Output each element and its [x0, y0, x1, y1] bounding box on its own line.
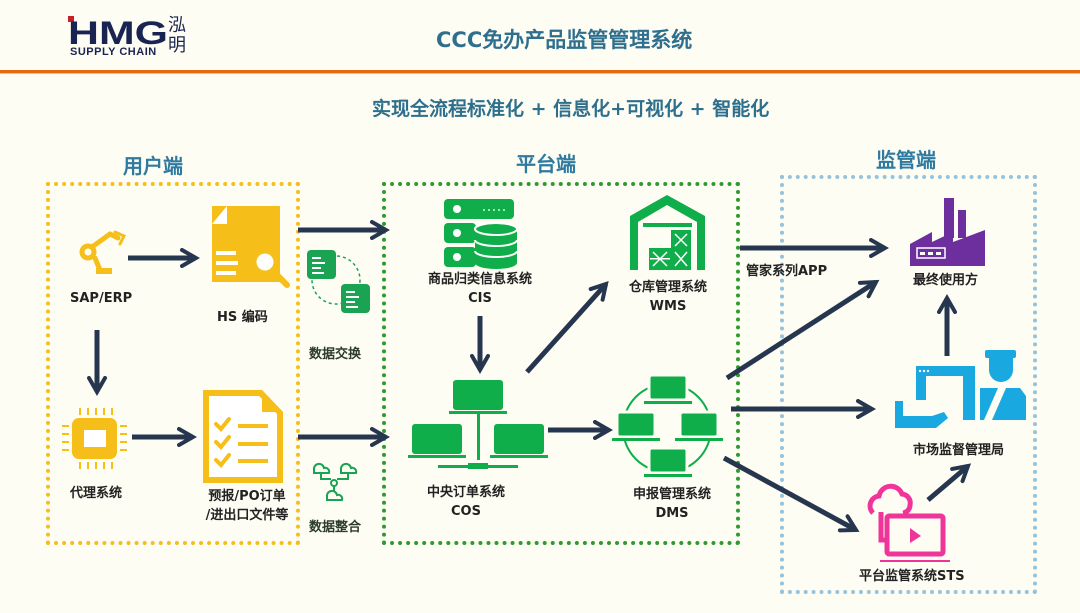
node-label-cos: 中央订单系统 COS: [416, 483, 516, 521]
node-label-line: WMS: [649, 299, 687, 314]
robot-arm-icon: [79, 230, 127, 274]
factory-icon: [910, 198, 985, 266]
page-subtitle: 实现全流程标准化 + 信息化+可视化 + 智能化: [372, 98, 770, 120]
section-label-platform: 平台端: [516, 152, 576, 176]
data-exchange-icon: [307, 250, 370, 313]
database-server-icon: [444, 199, 518, 269]
app-label: 管家系列APP: [746, 264, 828, 279]
node-label-hs: HS 编码: [217, 310, 268, 325]
section-label-regulator: 监管端: [876, 148, 936, 172]
node-label-agent: 代理系统: [70, 486, 123, 501]
cloud-network-icon: [312, 462, 358, 501]
regulator-section-box: [780, 175, 1037, 594]
document-search-icon: [212, 206, 290, 288]
arrow-cos-to-wms: [525, 281, 609, 374]
user-section-box: [46, 182, 300, 545]
node-label-line: 中央订单系统: [426, 485, 505, 500]
flow-arrows: [87, 220, 972, 533]
arrow-dms-to-enduser: [725, 279, 880, 381]
logo-main: HMG: [68, 16, 168, 46]
node-label-line: 预报/PO订单: [208, 489, 286, 504]
laptop-network-icon: [408, 380, 548, 469]
logo-mark: HMG: [68, 15, 168, 51]
cloud-video-icon: [867, 483, 950, 562]
logo-chinese: 泓 明: [168, 16, 190, 56]
header-divider: [0, 70, 1080, 73]
arrow-dms-to-sts: [722, 455, 860, 533]
chip-icon: [62, 408, 127, 469]
node-label-line: DMS: [655, 506, 689, 521]
node-label-enduser: 最终使用方: [913, 273, 979, 288]
node-label-sap: SAP/ERP: [70, 291, 133, 306]
node-label-sts: 平台监管系统STS: [859, 569, 965, 584]
checklist-document-icon: [203, 390, 283, 483]
link-label-integration: 数据整合: [309, 520, 362, 535]
node-label-line: COS: [451, 504, 481, 519]
page-title: CCC免办产品监管管理系统: [436, 28, 693, 52]
node-label-cis: 商品归类信息系统 CIS: [418, 270, 542, 308]
laptop-ring-icon: [612, 373, 723, 477]
warehouse-icon: [630, 195, 705, 270]
node-label-line: /进出口文件等: [205, 508, 289, 523]
logo-cn-char: 泓: [168, 15, 186, 36]
link-label-exchange: 数据交换: [309, 347, 362, 362]
inspector-icon: [895, 350, 1026, 428]
logo-cn-char: 明: [168, 35, 186, 56]
node-label-line: 仓库管理系统: [628, 280, 707, 295]
node-label-line: 商品归类信息系统: [427, 272, 532, 287]
node-label-wms: 仓库管理系统 WMS: [616, 278, 720, 316]
node-label-line: CIS: [468, 291, 492, 306]
node-label-docs: 预报/PO订单 /进出口文件等: [199, 487, 295, 525]
node-label-line: 申报管理系统: [632, 487, 711, 502]
logo-subtitle: SUPPLY CHAIN: [70, 46, 157, 58]
section-label-user: 用户端: [123, 154, 183, 178]
node-label-dms: 申报管理系统 DMS: [622, 485, 722, 523]
platform-section-box: [382, 182, 740, 545]
node-label-market: 市场监督管理局: [913, 443, 1005, 458]
arrow-sts-to-market: [926, 463, 972, 502]
